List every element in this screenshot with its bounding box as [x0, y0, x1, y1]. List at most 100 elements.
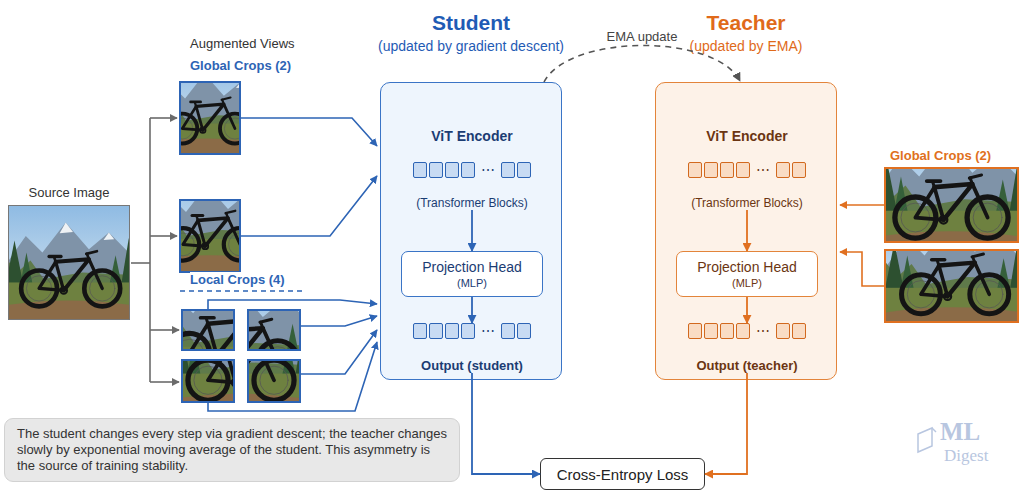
input-wire [301, 316, 377, 326]
panel-subtitle: (updated by gradient descent) [378, 38, 564, 54]
watermark: Digest [944, 446, 988, 466]
process-box: Projection Head(MLP) [676, 251, 818, 297]
token-box [429, 323, 443, 339]
token-box [720, 162, 734, 178]
box-subtitle: (MLP) [457, 276, 487, 290]
token-box [720, 323, 734, 339]
split-wire [131, 262, 150, 264]
token-box [445, 162, 459, 178]
input-wire [208, 342, 377, 411]
input-wire [241, 176, 377, 236]
token-box [517, 162, 531, 178]
box-title: Projection Head [697, 259, 797, 276]
component-group: ViT Encoder ⋯ (Transformer Blocks) [666, 128, 828, 210]
token-box [792, 323, 806, 339]
ema-connector [544, 45, 740, 82]
output-label: Output (teacher) [696, 358, 797, 373]
ellipsis-mark: ⋯ [752, 323, 774, 339]
ellipsis-mark: ⋯ [477, 323, 499, 339]
component-group: ⋯ Output (teacher) [666, 323, 828, 373]
split-wire [150, 235, 177, 237]
flow-arrow [746, 210, 748, 251]
group-divider [180, 290, 305, 292]
token-row: ⋯ [688, 323, 806, 339]
token-box [792, 162, 806, 178]
image-box: Source Image [8, 205, 130, 320]
edge-label: EMA update [607, 29, 678, 44]
token-row: ⋯ [688, 162, 806, 178]
group-label: Global Crops (2) [890, 148, 991, 163]
token-row: ⋯ [413, 323, 531, 339]
component-group: ⋯ Output (student) [391, 323, 553, 373]
token-box [704, 323, 718, 339]
token-box [704, 162, 718, 178]
input-wire [241, 118, 377, 146]
token-box [688, 323, 702, 339]
token-box [461, 162, 475, 178]
split-wire [149, 118, 151, 382]
token-box [736, 162, 750, 178]
token-box [429, 162, 443, 178]
flow-arrow [746, 297, 748, 323]
input-wire [301, 330, 377, 374]
token-box [501, 323, 515, 339]
group-label: Local Crops (4) [190, 272, 288, 287]
token-box [776, 323, 790, 339]
model-panel: Teacher(updated by EMA)ViT Encoder⋯(Tran… [655, 82, 837, 380]
token-box [688, 162, 702, 178]
component-subtitle: (Transformer Blocks) [691, 196, 803, 210]
token-box [501, 162, 515, 178]
component-title: ViT Encoder [431, 128, 512, 144]
output-label: Output (student) [421, 358, 523, 373]
flow-arrow [705, 373, 747, 474]
watermark: ML [940, 418, 980, 446]
process-box: Projection Head(MLP) [401, 251, 543, 297]
model-panel: Student(updated by gradient descent)ViT … [380, 82, 562, 380]
split-wire [150, 117, 177, 119]
source-photo [9, 206, 129, 319]
component-title: ViT Encoder [706, 128, 787, 144]
box-title: Projection Head [422, 259, 522, 276]
panel-title: Teacher [707, 11, 786, 35]
token-box [776, 162, 790, 178]
teacher-crop [874, 123, 1024, 252]
global-crop [152, 60, 264, 154]
split-wire [150, 381, 179, 383]
input-wire [840, 204, 884, 206]
token-box [736, 323, 750, 339]
teacher-input-wires [840, 205, 884, 286]
flow-arrow [472, 373, 540, 474]
panel-title: Student [432, 11, 510, 35]
image-caption: Source Image [29, 185, 110, 200]
loss-box: Cross-Entropy Loss [540, 458, 705, 490]
note-box: The student changes every step via gradi… [4, 418, 460, 482]
flow-arrow [471, 297, 473, 323]
global-crop [150, 170, 271, 272]
input-wire [208, 300, 377, 309]
split-wires [131, 118, 179, 382]
teacher-crop [881, 205, 1024, 327]
group-label: Global Crops (2) [190, 58, 291, 73]
ellipsis-mark: ⋯ [752, 162, 774, 178]
token-box [461, 323, 475, 339]
token-box [413, 323, 427, 339]
input-wire [840, 252, 884, 286]
box-subtitle: (MLP) [732, 276, 762, 290]
note-text: The student changes every step via gradi… [17, 426, 447, 474]
input-wires [208, 118, 377, 411]
token-box [517, 323, 531, 339]
loss-label: Cross-Entropy Loss [557, 466, 689, 483]
split-wire [150, 329, 179, 331]
flow-arrow [471, 210, 473, 251]
panel-subtitle: (updated by EMA) [690, 38, 803, 54]
local-crop [163, 288, 313, 414]
watermark-icon [918, 428, 936, 452]
token-box [445, 323, 459, 339]
component-subtitle: (Transformer Blocks) [416, 196, 528, 210]
component-group: ViT Encoder ⋯ (Transformer Blocks) [391, 128, 553, 210]
ellipsis-mark: ⋯ [477, 162, 499, 178]
token-row: ⋯ [413, 162, 531, 178]
section-label: Augmented Views [190, 36, 295, 51]
token-box [413, 162, 427, 178]
